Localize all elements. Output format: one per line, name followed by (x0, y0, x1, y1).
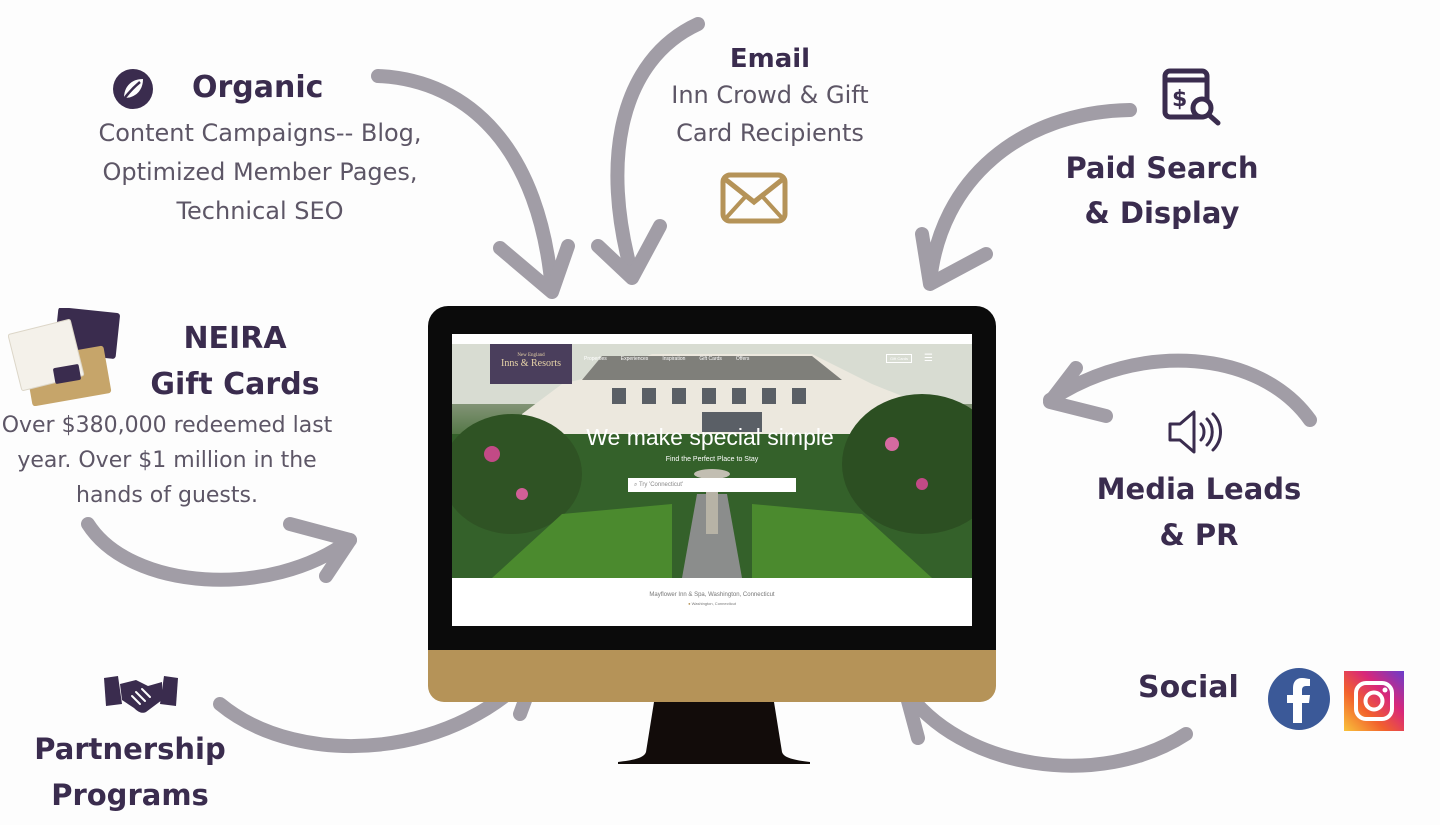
media-title: Media Leads & PR (1080, 466, 1318, 558)
organic-title: Organic (192, 70, 324, 105)
gift-card-image (8, 308, 120, 406)
search-placeholder: Try 'Connecticut' (638, 482, 684, 488)
monitor-stand (618, 702, 810, 764)
partner-title: Partnership Programs (18, 726, 242, 818)
envelope-icon (720, 172, 788, 224)
handshake-icon (104, 676, 178, 713)
gift-line-3: hands of guests. (76, 483, 258, 508)
organic-line-2: Optimized Member Pages, (102, 158, 418, 186)
partner-title-line-2: Programs (51, 778, 209, 812)
gift-title: NEIRA Gift Cards (130, 316, 340, 408)
website-search-input[interactable]: ⌕ Try 'Connecticut' (628, 478, 796, 492)
monitor-chin (428, 650, 996, 702)
media-title-line-2: & PR (1159, 518, 1239, 552)
paid-title-line-2: & Display (1084, 196, 1240, 230)
speaker-icon (1168, 410, 1222, 454)
website-caption-sub-text: Washington, Connecticut (691, 601, 736, 606)
website-hero: New England Inns & Resorts Properties Ex… (452, 344, 972, 578)
nav-offers[interactable]: Offers (735, 356, 750, 362)
email-section: Email Inn Crowd & Gift Card Recipients (640, 42, 900, 152)
gift-title-line-2: Gift Cards (150, 367, 320, 402)
nav-properties[interactable]: Properties (584, 356, 607, 362)
website-gift-button[interactable]: Gift Cards (886, 354, 913, 363)
nav-experiences[interactable]: Experiences (620, 356, 649, 362)
website-subheadline: Find the Perfect Place to Stay (665, 456, 759, 463)
social-title: Social (1138, 670, 1239, 705)
gift-title-line-1: NEIRA (183, 321, 287, 356)
website-logo[interactable]: New England Inns & Resorts (490, 344, 572, 384)
nav-inspiration[interactable]: Inspiration (662, 356, 686, 362)
website-caption-sub: ● Washington, Connecticut (490, 601, 934, 606)
leaf-icon (113, 69, 153, 109)
gift-line-2: year. Over $1 million in the (17, 448, 317, 473)
email-line-1: Inn Crowd & Gift (671, 81, 869, 109)
organic-line-1: Content Campaigns-- Blog, (98, 119, 422, 147)
arrow-gift (81, 517, 357, 587)
paid-title-line-1: Paid Search (1065, 151, 1259, 185)
paid-title: Paid Search & Display (1050, 146, 1274, 236)
facebook-icon[interactable] (1267, 667, 1331, 731)
website-caption: Mayflower Inn & Spa, Washington, Connect… (649, 592, 775, 598)
pin-icon: ● (688, 601, 691, 606)
website-caption-bar: Mayflower Inn & Spa, Washington, Connect… (490, 578, 934, 608)
gift-line-1: Over $380,000 redeemed last (1, 413, 333, 438)
website-headline: We make special simple (586, 424, 834, 450)
arrow-email (591, 17, 705, 285)
logo-small: New England (517, 353, 545, 358)
svg-text:$: $ (1172, 87, 1187, 112)
search-dollar-icon: $ (1162, 68, 1221, 126)
website-nav: Properties Experiences Inspiration Gift … (584, 356, 749, 362)
arrow-organic (371, 69, 575, 299)
arrow-media (1043, 353, 1317, 427)
media-title-line-1: Media Leads (1096, 472, 1302, 506)
hamburger-icon[interactable]: ☰ (924, 353, 933, 364)
search-icon: ⌕ (634, 482, 638, 488)
hero-scene (452, 344, 972, 578)
email-line-2: Card Recipients (676, 119, 864, 147)
arrow-paid (915, 103, 1137, 291)
website-screen: New England Inns & Resorts Properties Ex… (452, 334, 972, 626)
organic-line-3: Technical SEO (176, 197, 344, 225)
gift-description: Over $380,000 redeemed last year. Over $… (0, 408, 348, 513)
partner-title-line-1: Partnership (34, 732, 226, 766)
nav-gift-cards[interactable]: Gift Cards (699, 356, 722, 362)
email-title: Email (729, 44, 811, 74)
instagram-icon[interactable] (1344, 671, 1404, 731)
logo-main: Inns & Resorts (501, 358, 561, 369)
